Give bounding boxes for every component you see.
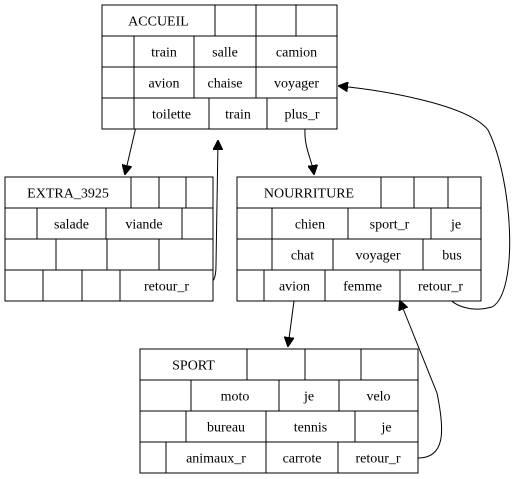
sport-cell-r1-c1 [190,379,280,412]
extra-label-r1-c2: viande [125,218,162,233]
edge-sport-retour_r-to-nourriture-retour_r [400,301,443,459]
nourriture-label-r2-c3: bus [442,249,461,264]
extra-cell-r1-c1 [36,207,107,240]
record-node-accueil: ACCUEIL train salle camion avion chaise voyage… [101,4,338,130]
extra-cell-r1-c0 [4,207,38,240]
accueil-cell-r0-c3 [295,4,338,37]
extra-cell-r2-c2 [106,238,160,271]
sport-label-r1-c2: je [303,390,314,405]
sport-cell-r3-c0 [139,441,167,474]
sport-cell-r1-c0 [139,379,192,412]
record-node-nourriture: NOURRITURE chien sport_r je chat voyager bus av… [236,176,482,302]
nourriture-cell-r2-c0 [236,238,273,271]
sport-label-r3-c1: animaux_r [186,452,246,467]
nourriture-label-r2-c2: voyager [355,249,400,264]
accueil-cell-r3-c0 [101,97,135,130]
nourriture-cell-r1-c0 [236,207,273,240]
sport-label-r1-c3: velo [366,390,390,405]
sport-cell-r3-c1 [165,441,267,474]
accueil-label-r2-c1: avion [148,77,179,92]
accueil-label-r2-c3: voyager [274,77,319,92]
accueil-cell-r0-c1 [214,4,257,37]
nourriture-label-r1-c2: sport_r [370,218,410,233]
accueil-label-r1-c3: camion [276,46,317,61]
extra-cell-r2-c0 [4,238,57,271]
extra-cell-r3-c3 [119,269,214,302]
extra-cell-r0-c1 [130,176,160,209]
sport-cell-r3-c2 [265,441,339,474]
nourriture-cell-r0-c2 [413,176,449,209]
accueil-cell-r2-c0 [101,66,135,99]
accueil-cell-r0-c2 [255,4,297,37]
nourriture-label-r1-c1: chien [295,218,325,233]
nourriture-label-r2-c1: chat [291,249,314,264]
sport-cell-r0-c1 [246,348,306,381]
accueil-cell-r3-c1 [133,97,210,130]
sport-cell-r1-c3 [338,379,419,412]
sport-label-r2-c2: tennis [294,421,327,436]
sport-cell-r3-c3 [337,441,419,474]
record-node-sport: SPORT moto je velo bureau tennis je animaux_r ca… [139,348,419,474]
sport-cell-r1-c2 [278,379,340,412]
nourriture-cell-r3-c3 [399,269,482,302]
accueil-cell-r1-c0 [101,35,135,68]
sport-label-r1-c1: moto [221,390,250,405]
sport-label-r3-c3: retour_r [355,452,400,467]
accueil-label-r3-c3: plus_r [285,108,320,123]
nourriture-label-r3-c3: retour_r [418,280,463,295]
edge-nourriture-avion-to-sport [288,300,295,346]
extra-cell-r0-c2 [158,176,187,209]
sport-cell-r0-c2 [304,348,362,381]
accueil-label-r3-c1: toilette [152,108,191,123]
extra-label-r0-c0: EXTRA_3925 [27,187,109,202]
sport-label-r2-c1: bureau [207,421,245,436]
nourriture-label-r1-c3: je [450,218,461,233]
accueil-cell-r3-c2 [208,97,268,130]
extra-cell-r1-c2 [105,207,183,240]
extra-cell-r2-c1 [55,238,108,271]
accueil-label-r1-c1: train [151,46,177,61]
nourriture-cell-r1-c3 [430,207,482,240]
nourriture-cell-r0-c3 [447,176,482,209]
sport-cell-r0-c3 [360,348,419,381]
extra-cell-r2-c3 [158,238,214,271]
nourriture-cell-r1-c2 [347,207,432,240]
nourriture-cell-r3-c2 [324,269,401,302]
edge-nourriture-retour_r-to-accueil-voyager [339,86,511,310]
sport-cell-r2-c3 [354,410,419,443]
extra-cell-r3-c1 [42,269,83,302]
accueil-cell-r3-c3 [266,97,338,130]
extra-label-r3-c3: retour_r [144,280,189,295]
sport-label-r0-c0: SPORT [172,359,215,374]
extra-cell-r3-c2 [81,269,121,302]
accueil-label-r1-c2: salle [212,46,238,61]
accueil-label-r0-c0: ACCUEIL [128,15,189,30]
accueil-cell-r1-c3 [255,35,338,68]
extra-cell-r0-c3 [185,176,214,209]
nourriture-label-r3-c1: avion [279,280,310,295]
nourriture-label-r3-c2: femme [343,280,382,295]
nodes-layer: ACCUEIL train salle camion avion chaise voyage… [4,4,482,474]
nourriture-cell-r2-c3 [422,238,482,271]
extra-cell-r0-c0 [4,176,132,209]
nourriture-cell-r3-c0 [236,269,265,302]
sport-label-r3-c2: carrote [283,452,322,467]
extra-label-r1-c1: salade [54,218,89,233]
extra-cell-r1-c3 [181,207,214,240]
sport-cell-r2-c2 [265,410,356,443]
accueil-label-r3-c2: train [225,108,251,123]
nourriture-cell-r0-c1 [380,176,415,209]
sport-label-r2-c3: je [380,421,391,436]
sport-cell-r2-c0 [139,410,187,443]
accueil-cell-r2-c2 [193,66,257,99]
accueil-cell-r2-c1 [133,66,195,99]
accueil-cell-r2-c3 [255,66,338,99]
extra-cell-r3-c0 [4,269,44,302]
accueil-label-r2-c2: chaise [208,77,243,92]
nourriture-label-r0-c0: NOURRITURE [264,187,354,202]
edge-accueil-plus_r-to-nourriture [304,128,314,174]
